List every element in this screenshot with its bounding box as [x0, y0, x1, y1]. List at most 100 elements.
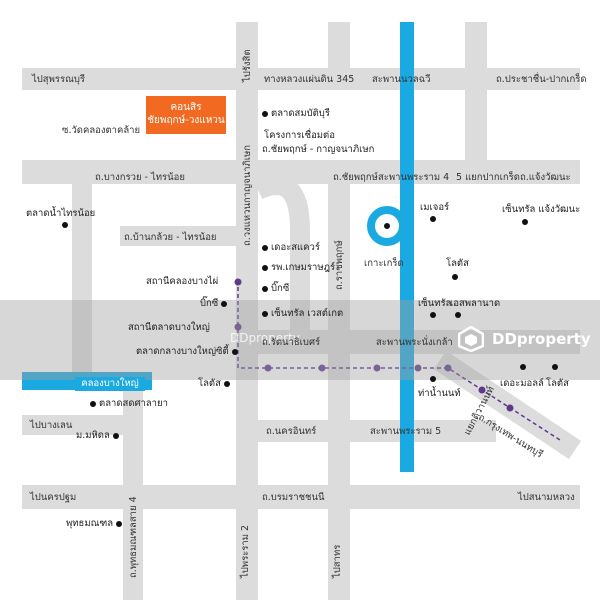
road-label-bridge-rama4: สะพานพระราม 4: [378, 172, 450, 183]
poi-major: เมเจอร์: [420, 202, 450, 213]
road-label-bridge-top: สะพานนวลฉวี: [372, 74, 431, 85]
road-v4: [72, 184, 92, 384]
poi-dot: [112, 432, 119, 439]
poi-central-chaeng-watthana: เซ็นทรัล แจ้งวัฒนะ: [502, 204, 581, 215]
road-v5: [123, 380, 143, 600]
poi-station-khlong-bang-phai: สถานีคลองบางไผ่: [146, 276, 219, 287]
road-label-pracha-chuen: ถ.ประชาชื่น-ปากเกร็ด: [496, 74, 587, 85]
metro-station: [478, 386, 486, 394]
road-label-rama2: ไปพระราม 2: [240, 524, 251, 578]
poi-the-square: เดอะสแควร์: [262, 242, 320, 253]
poi-dot: [223, 380, 230, 387]
poi-lotus-far-right: โลตัส: [546, 378, 569, 389]
watermark-band: [0, 300, 600, 380]
island-label: เกาะเกร็ด: [364, 258, 404, 269]
canal-label: คลองบางใหญ่: [75, 377, 145, 391]
poi-phutthamonthon: พุทธมณฑล: [66, 518, 123, 529]
road-label-chaeng-watthana: ถ.แจ้งวัฒนะ: [520, 172, 571, 183]
poi-dot: [262, 264, 268, 271]
poi-dot: [262, 244, 268, 251]
road-label-bang-len: ไปบางเลน: [30, 420, 73, 431]
road-label-chaiyaphruek: ถ.ชัยพฤกษ์: [333, 172, 378, 183]
metro-station: [506, 404, 514, 412]
road-v1: [236, 22, 258, 600]
poi-dot: [430, 376, 436, 382]
poi-dot: [430, 312, 436, 318]
road-label-ban-kluai: ถ.บ้านกล้วย - ไทรน้อย: [124, 232, 217, 243]
river: [400, 22, 414, 472]
road-label-bridge-rama5: สะพานพระราม 5: [370, 426, 442, 437]
road-label-pak-kret-jct: 5 แยกปากเกร็ด: [456, 172, 520, 183]
road-label-top-left: ไปสุพรรณบุรี: [32, 74, 86, 85]
road-v2: [328, 184, 350, 600]
metro-stations: [234, 278, 514, 412]
poi-dot: [452, 274, 458, 280]
metro-station: [373, 364, 381, 372]
road-h1: [22, 68, 580, 90]
road-label-bang-kruai: ถ.บางกรวย - ไทรน้อย: [95, 172, 185, 183]
metro-station: [264, 364, 272, 372]
poi-dot: [455, 312, 461, 318]
metro-station: [234, 278, 242, 286]
road-v6: [328, 22, 350, 70]
road-label-phutthamonthon-4: ถ.พุทธมณฑลสาย 4: [128, 496, 139, 578]
poi-big-c-top: บิ๊กซี: [262, 283, 289, 294]
road-label-ring-road: ถ.วงแหวนกาญจนาภิเษก: [242, 144, 253, 246]
poi-talad-bang-yai-city: ตลาดกลางบางใหญ่ซิตี้: [136, 346, 238, 357]
road-h6: [238, 420, 496, 442]
road-label-rattanathibet: ถ.รัตนาธิเบศร์: [262, 337, 321, 348]
watermark-brand: DDproperty: [492, 330, 591, 348]
road-label-bridge-nangklao: สะพานพระนั่งเกล้า: [376, 337, 453, 348]
road-label-sanam-luang: ไปสนามหลวง: [518, 492, 575, 503]
poi-dot: [522, 219, 528, 225]
poi-dot: [552, 364, 558, 370]
road-h5: [22, 415, 142, 435]
poi-mahidol: ม.มหิดล: [76, 430, 119, 441]
poi-talad-nam-sai-noi: ตลาดน้ำไทรน้อย: [26, 208, 96, 219]
poi-the-mall: เดอะมอลล์: [500, 378, 544, 389]
project-marker: คอนสิร ชัยพฤกษ์-วงแหวน: [146, 96, 226, 134]
road-label-ratchaphruek: ถ.ราชพฤกษ์: [334, 240, 345, 290]
metro-station: [318, 364, 326, 372]
road-label-highway-345: ทางหลวงแผ่นดิน 345: [264, 74, 355, 85]
road-label-rangsit: ไปรังสิต: [242, 49, 253, 82]
poi-dot: [262, 310, 268, 317]
poi-lotus-right: โลตัส: [446, 258, 469, 269]
road-label-wat-khlong: ซ.วัดคลองตาคล้าย: [62, 125, 141, 136]
road-h7: [22, 485, 580, 509]
poi-kasemrad: รพ.เกษมราษฎร์: [262, 262, 335, 273]
road-label-nakhon-in: ถ.นครอินทร์: [266, 426, 317, 437]
poi-lotus-left: โลตัส: [198, 378, 230, 389]
ddproperty-logo-icon: [458, 326, 484, 352]
poi-dot: [430, 216, 436, 222]
poi-big-c-left: บิ๊กซี: [200, 298, 228, 309]
road-label-sathorn: ไปสาทร: [332, 544, 343, 578]
road-v3: [465, 22, 487, 172]
poi-dot: [520, 364, 526, 370]
poi-project-link-1: โครงการเชื่อมต่อ: [264, 130, 335, 141]
metro-station: [444, 364, 452, 372]
poi-dot: [231, 348, 238, 355]
poi-central-westgate: เซ็นทรัล เวสต์เกต: [262, 308, 343, 319]
poi-project-link-2: ถ.ชัยพฤกษ์ - กาญจนาภิเษก: [262, 144, 375, 155]
poi-dot: [116, 520, 123, 527]
poi-tha-nam-non: ท่าน้ำนนท์: [418, 388, 461, 399]
interchange-curve: [253, 175, 310, 330]
metro-station: [234, 323, 242, 331]
poi-dot: [262, 285, 268, 292]
poi-station-talad-bang-yai: สถานีตลาดบางใหญ่: [128, 322, 210, 333]
watermark-left-text: DDproperty: [230, 331, 300, 345]
poi-central-right: เซ็นทรัล: [418, 298, 452, 309]
poi-dot: [221, 300, 228, 307]
island-center: [384, 223, 390, 229]
poi-dot: [262, 110, 268, 117]
metro-station: [414, 364, 422, 372]
poi-talad-sod-tala-ya: ตลาดสดศาลายา: [90, 398, 168, 409]
road-label-nakhon-pathom: ไปนครปฐม: [30, 492, 77, 503]
project-name-line1: คอนสิร: [170, 102, 202, 113]
poi-dot: [62, 222, 68, 228]
poi-talad-sombat-buri: ตลาดสมบัติบุรี: [262, 108, 330, 119]
road-label-borommaratchachonnani: ถ.บรมราชชนนี: [262, 492, 325, 503]
